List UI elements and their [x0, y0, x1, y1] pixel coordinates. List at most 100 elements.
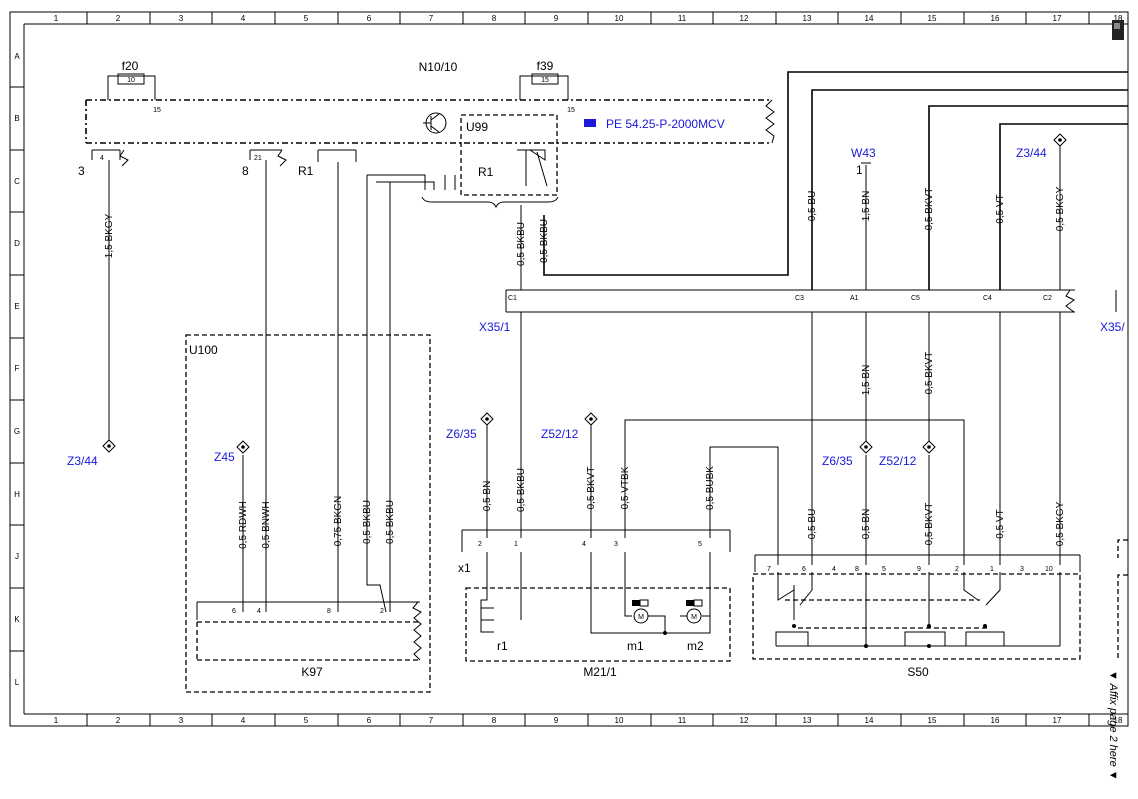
wires-middle	[486, 419, 965, 565]
svg-text:0,5 BKBU: 0,5 BKBU	[385, 500, 396, 544]
svg-text:21: 21	[254, 155, 262, 162]
z635-a-label: Z6/35	[446, 427, 477, 441]
svg-text:10: 10	[127, 77, 135, 84]
z5212-a-label: Z52/12	[541, 427, 579, 441]
svg-text:15: 15	[541, 77, 549, 84]
svg-text:0,5 BNWH: 0,5 BNWH	[261, 501, 272, 548]
z344-top-label: Z3/44	[1016, 146, 1047, 160]
svg-text:7: 7	[429, 716, 434, 725]
svg-text:0,5 BKBU: 0,5 BKBU	[516, 468, 527, 512]
svg-text:A: A	[14, 52, 20, 61]
svg-text:4: 4	[582, 541, 586, 548]
svg-text:6: 6	[367, 716, 372, 725]
svg-text:11: 11	[678, 14, 687, 23]
svg-text:f39: f39	[537, 59, 554, 73]
svg-text:0,5 BKGY: 0,5 BKGY	[1055, 501, 1066, 546]
w43-label: W43	[851, 146, 876, 160]
svg-text:16: 16	[991, 716, 1000, 725]
svg-text:8: 8	[492, 716, 497, 725]
svg-text:0,5 BKVT: 0,5 BKVT	[924, 352, 935, 395]
svg-text:0,5 BKBU: 0,5 BKBU	[539, 219, 550, 263]
svg-text:r1: r1	[497, 639, 508, 653]
svg-text:M21/1: M21/1	[583, 665, 617, 679]
svg-text:14: 14	[865, 14, 874, 23]
svg-text:4: 4	[257, 608, 261, 615]
svg-text:12: 12	[740, 14, 749, 23]
svg-text:12: 12	[740, 716, 749, 725]
svg-text:M: M	[691, 614, 697, 621]
svg-text:C: C	[14, 177, 20, 186]
svg-text:0,5 BKBU: 0,5 BKBU	[516, 222, 527, 266]
svg-text:C5: C5	[911, 295, 920, 302]
grid-ticks	[10, 12, 1090, 726]
s50-module: S50 7 6 4 8 5 9 2 1 3 10	[752, 554, 1081, 679]
svg-text:1: 1	[54, 716, 59, 725]
svg-text:5: 5	[882, 566, 886, 573]
svg-text:11: 11	[678, 716, 687, 725]
svg-text:8: 8	[492, 14, 497, 23]
svg-text:8: 8	[855, 566, 859, 573]
z45-label: Z45	[214, 450, 235, 464]
svg-text:0,5 VTBK: 0,5 VTBK	[620, 466, 631, 509]
reference-link[interactable]: PE 54.25-P-2000MCV	[584, 117, 725, 131]
svg-text:1: 1	[514, 541, 518, 548]
svg-text:1: 1	[990, 566, 994, 573]
svg-text:15: 15	[928, 716, 937, 725]
svg-text:PE 54.25-P-2000MCV: PE 54.25-P-2000MCV	[606, 117, 725, 131]
svg-text:5: 5	[304, 716, 309, 725]
svg-text:1,5 BN: 1,5 BN	[861, 365, 872, 396]
svg-text:1,5 BKGY: 1,5 BKGY	[104, 213, 115, 258]
diagram-frame	[9, 11, 1129, 727]
svg-text:A1: A1	[850, 295, 859, 302]
svg-text:0,5 BN: 0,5 BN	[861, 509, 872, 540]
svg-text:m2: m2	[687, 639, 704, 653]
edge-partial	[1117, 539, 1128, 660]
svg-text:H: H	[14, 490, 20, 499]
point-labels: Z3/44 W43 1 Z3/44 Z45 Z6/35 Z52/12 Z6/35…	[67, 146, 1047, 468]
svg-text:18: 18	[1114, 716, 1123, 725]
svg-text:x1: x1	[458, 561, 471, 575]
svg-text:E: E	[14, 302, 19, 311]
svg-text:1,5 BN: 1,5 BN	[861, 191, 872, 222]
svg-text:0,5 RDWH: 0,5 RDWH	[238, 501, 249, 549]
svg-text:X35/: X35/	[1100, 320, 1125, 334]
u99-module: U99 R1	[460, 114, 558, 196]
affix-note: ▼ Affix page 2 here ▼	[1107, 670, 1119, 781]
n10-module: N10/10	[85, 60, 775, 144]
z5212-b-label: Z52/12	[879, 454, 917, 468]
svg-text:0,5 BUBK: 0,5 BUBK	[705, 466, 716, 510]
svg-text:9: 9	[917, 566, 921, 573]
svg-text:6: 6	[802, 566, 806, 573]
svg-text:U100: U100	[189, 343, 218, 357]
svg-text:2: 2	[380, 608, 384, 615]
svg-text:2: 2	[116, 716, 121, 725]
svg-text:15: 15	[928, 14, 937, 23]
svg-text:0,5 VT: 0,5 VT	[995, 509, 1006, 538]
svg-text:7: 7	[767, 566, 771, 573]
svg-text:2: 2	[116, 14, 121, 23]
svg-text:J: J	[15, 552, 19, 561]
svg-text:L: L	[15, 678, 20, 687]
svg-text:f20: f20	[122, 59, 139, 73]
svg-text:1: 1	[54, 14, 59, 23]
svg-text:0,5 BKVT: 0,5 BKVT	[586, 467, 597, 510]
svg-text:3: 3	[1020, 566, 1024, 573]
svg-text:6: 6	[367, 14, 372, 23]
n10-pins: 4 3 21 8 R1	[78, 149, 357, 178]
svg-text:1: 1	[856, 163, 863, 177]
svg-text:5: 5	[304, 14, 309, 23]
wire-bkbu-a	[366, 175, 387, 613]
svg-text:16: 16	[991, 14, 1000, 23]
svg-text:3: 3	[179, 716, 184, 725]
svg-text:C2: C2	[1043, 295, 1052, 302]
svg-text:4: 4	[241, 14, 246, 23]
svg-text:R1: R1	[478, 165, 494, 179]
m21-module: M21/1 M M r1 m1 m2	[465, 552, 731, 679]
svg-text:14: 14	[865, 716, 874, 725]
fuse-f20: f20 10 15	[107, 59, 161, 114]
svg-text:3: 3	[614, 541, 618, 548]
svg-text:4: 4	[100, 155, 104, 162]
